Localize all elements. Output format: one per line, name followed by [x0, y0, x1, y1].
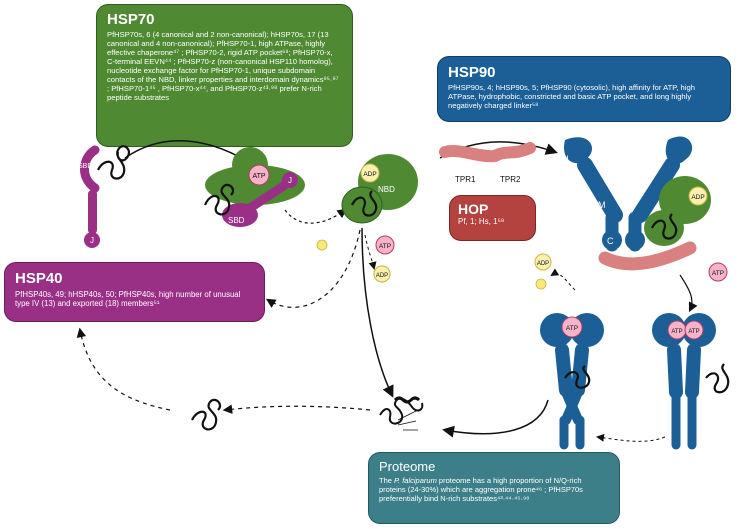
hsp70-info-box: HSP70 PfHSP70s, 6 (4 canonical and 2 non…	[96, 4, 353, 147]
adp-label-3: ADP	[691, 194, 704, 201]
substrate-peptide-6	[705, 363, 730, 394]
substrate-peptide-1	[97, 145, 130, 180]
arrow-hsp90-adp-release	[550, 268, 576, 291]
hsp70-title: HSP70	[107, 11, 155, 28]
hsp90-open-dimer: N M C ADP	[562, 136, 711, 271]
atp-label-3: ATP	[712, 270, 724, 277]
arrow-hydrolysis	[284, 208, 347, 224]
hsp70-adp-substrate: ADP NBD SBD	[341, 154, 418, 228]
hsp40-info-box: HSP40 PfHSP40s, 49; hHSP40s, 50; PfHSP40…	[4, 262, 265, 322]
proteome-text-prefix: The	[379, 476, 395, 485]
hsp90-closed-atp: ATP ATP	[652, 313, 716, 450]
hsp70-description: PfHSP70s, 6 (4 canonical and 2 non-canon…	[107, 30, 339, 102]
hop-tpr-domains: TPR1 TPR2	[439, 142, 536, 184]
hsp40-description: PfHSP40s, 49; hHSP40s, 50; PfHSP40s, hig…	[15, 290, 241, 309]
complex-sbd-label: SBD	[228, 216, 245, 225]
complex-atp-label: ATP	[252, 173, 265, 180]
arrow-adp-release	[364, 234, 377, 270]
hsp90-m-label: M	[598, 200, 606, 210]
adp-label-4: ADP	[537, 261, 549, 267]
substrate-peptide-4	[651, 213, 678, 240]
hop-title: HOP	[458, 201, 489, 217]
atp-label-4: ATP	[566, 325, 578, 332]
hsp90-info-box: HSP90 PfHSP90s, 4; hHSP90s, 5; PfHSP90 (…	[437, 56, 731, 122]
hsp90-closed-twisted: ATP	[540, 313, 604, 450]
arrow-hsp90-to-proteome	[442, 399, 549, 438]
hsp40-protein: J SBD	[78, 145, 100, 248]
adp-label-2: ADP	[376, 273, 388, 279]
proteome-species: P. falciparum	[394, 476, 437, 485]
hsp90-title: HSP90	[448, 64, 496, 81]
arrow-return-hsp40	[265, 229, 361, 308]
arrow-hsp70-to-proteome	[361, 227, 394, 398]
atp-label-6: ATP	[688, 329, 699, 335]
pi-release-2	[535, 278, 547, 290]
arrow-atp-binding	[679, 274, 698, 313]
substrate-peptide-2	[203, 183, 235, 216]
hsp70-hsp40-complex: J SBD ATP	[205, 147, 305, 227]
hsp40-j-label: J	[90, 236, 94, 245]
substrate-peptide-7	[191, 398, 222, 431]
arrow-hsp40-to-hsp70	[124, 140, 248, 162]
hsp90-description: PfHSP90s, 4; hHSP90s, 5; PfHSP90 (cytoso…	[448, 83, 695, 110]
proteome-title: Proteome	[379, 459, 436, 474]
pi-release-1	[316, 239, 328, 251]
tpr1-label: TPR1	[455, 175, 476, 184]
folded-protein	[379, 396, 424, 431]
hop-info-box: HOP Pf, 1; Hs, 1⁵⁸	[449, 195, 536, 241]
substrate-peptide-5	[564, 365, 591, 389]
arrow-proteome-to-substrate	[222, 404, 371, 414]
tpr2-label: TPR2	[500, 175, 521, 184]
atp-label-2: ATP	[379, 243, 391, 250]
hsp70-sbd-label: SBD	[378, 219, 394, 228]
hsp40-sbd-label: SBD	[78, 163, 92, 170]
substrate-peptide-3	[351, 190, 378, 217]
hsp90-c-label: C	[607, 236, 614, 246]
hsp90-n-label: N	[562, 154, 569, 164]
proteome-text-rest: proteome has a high proportion of N/Q-ri…	[379, 476, 583, 503]
proteome-info-box: Proteome The P. falciparum proteome has …	[368, 452, 620, 524]
atp-label-5: ATP	[671, 329, 682, 335]
complex-j-label: J	[288, 176, 292, 185]
adp-label-1: ADP	[363, 171, 376, 178]
hop-description: Pf, 1; Hs, 1⁵⁸	[458, 217, 505, 226]
arrow-hsp90-closing	[596, 433, 666, 442]
arrow-substrate-to-hsp40	[76, 327, 171, 411]
hsp40-title: HSP40	[15, 270, 63, 287]
proteome-description: The P. falciparum proteome has a high pr…	[379, 476, 609, 504]
nbd-label: NBD	[378, 185, 395, 194]
